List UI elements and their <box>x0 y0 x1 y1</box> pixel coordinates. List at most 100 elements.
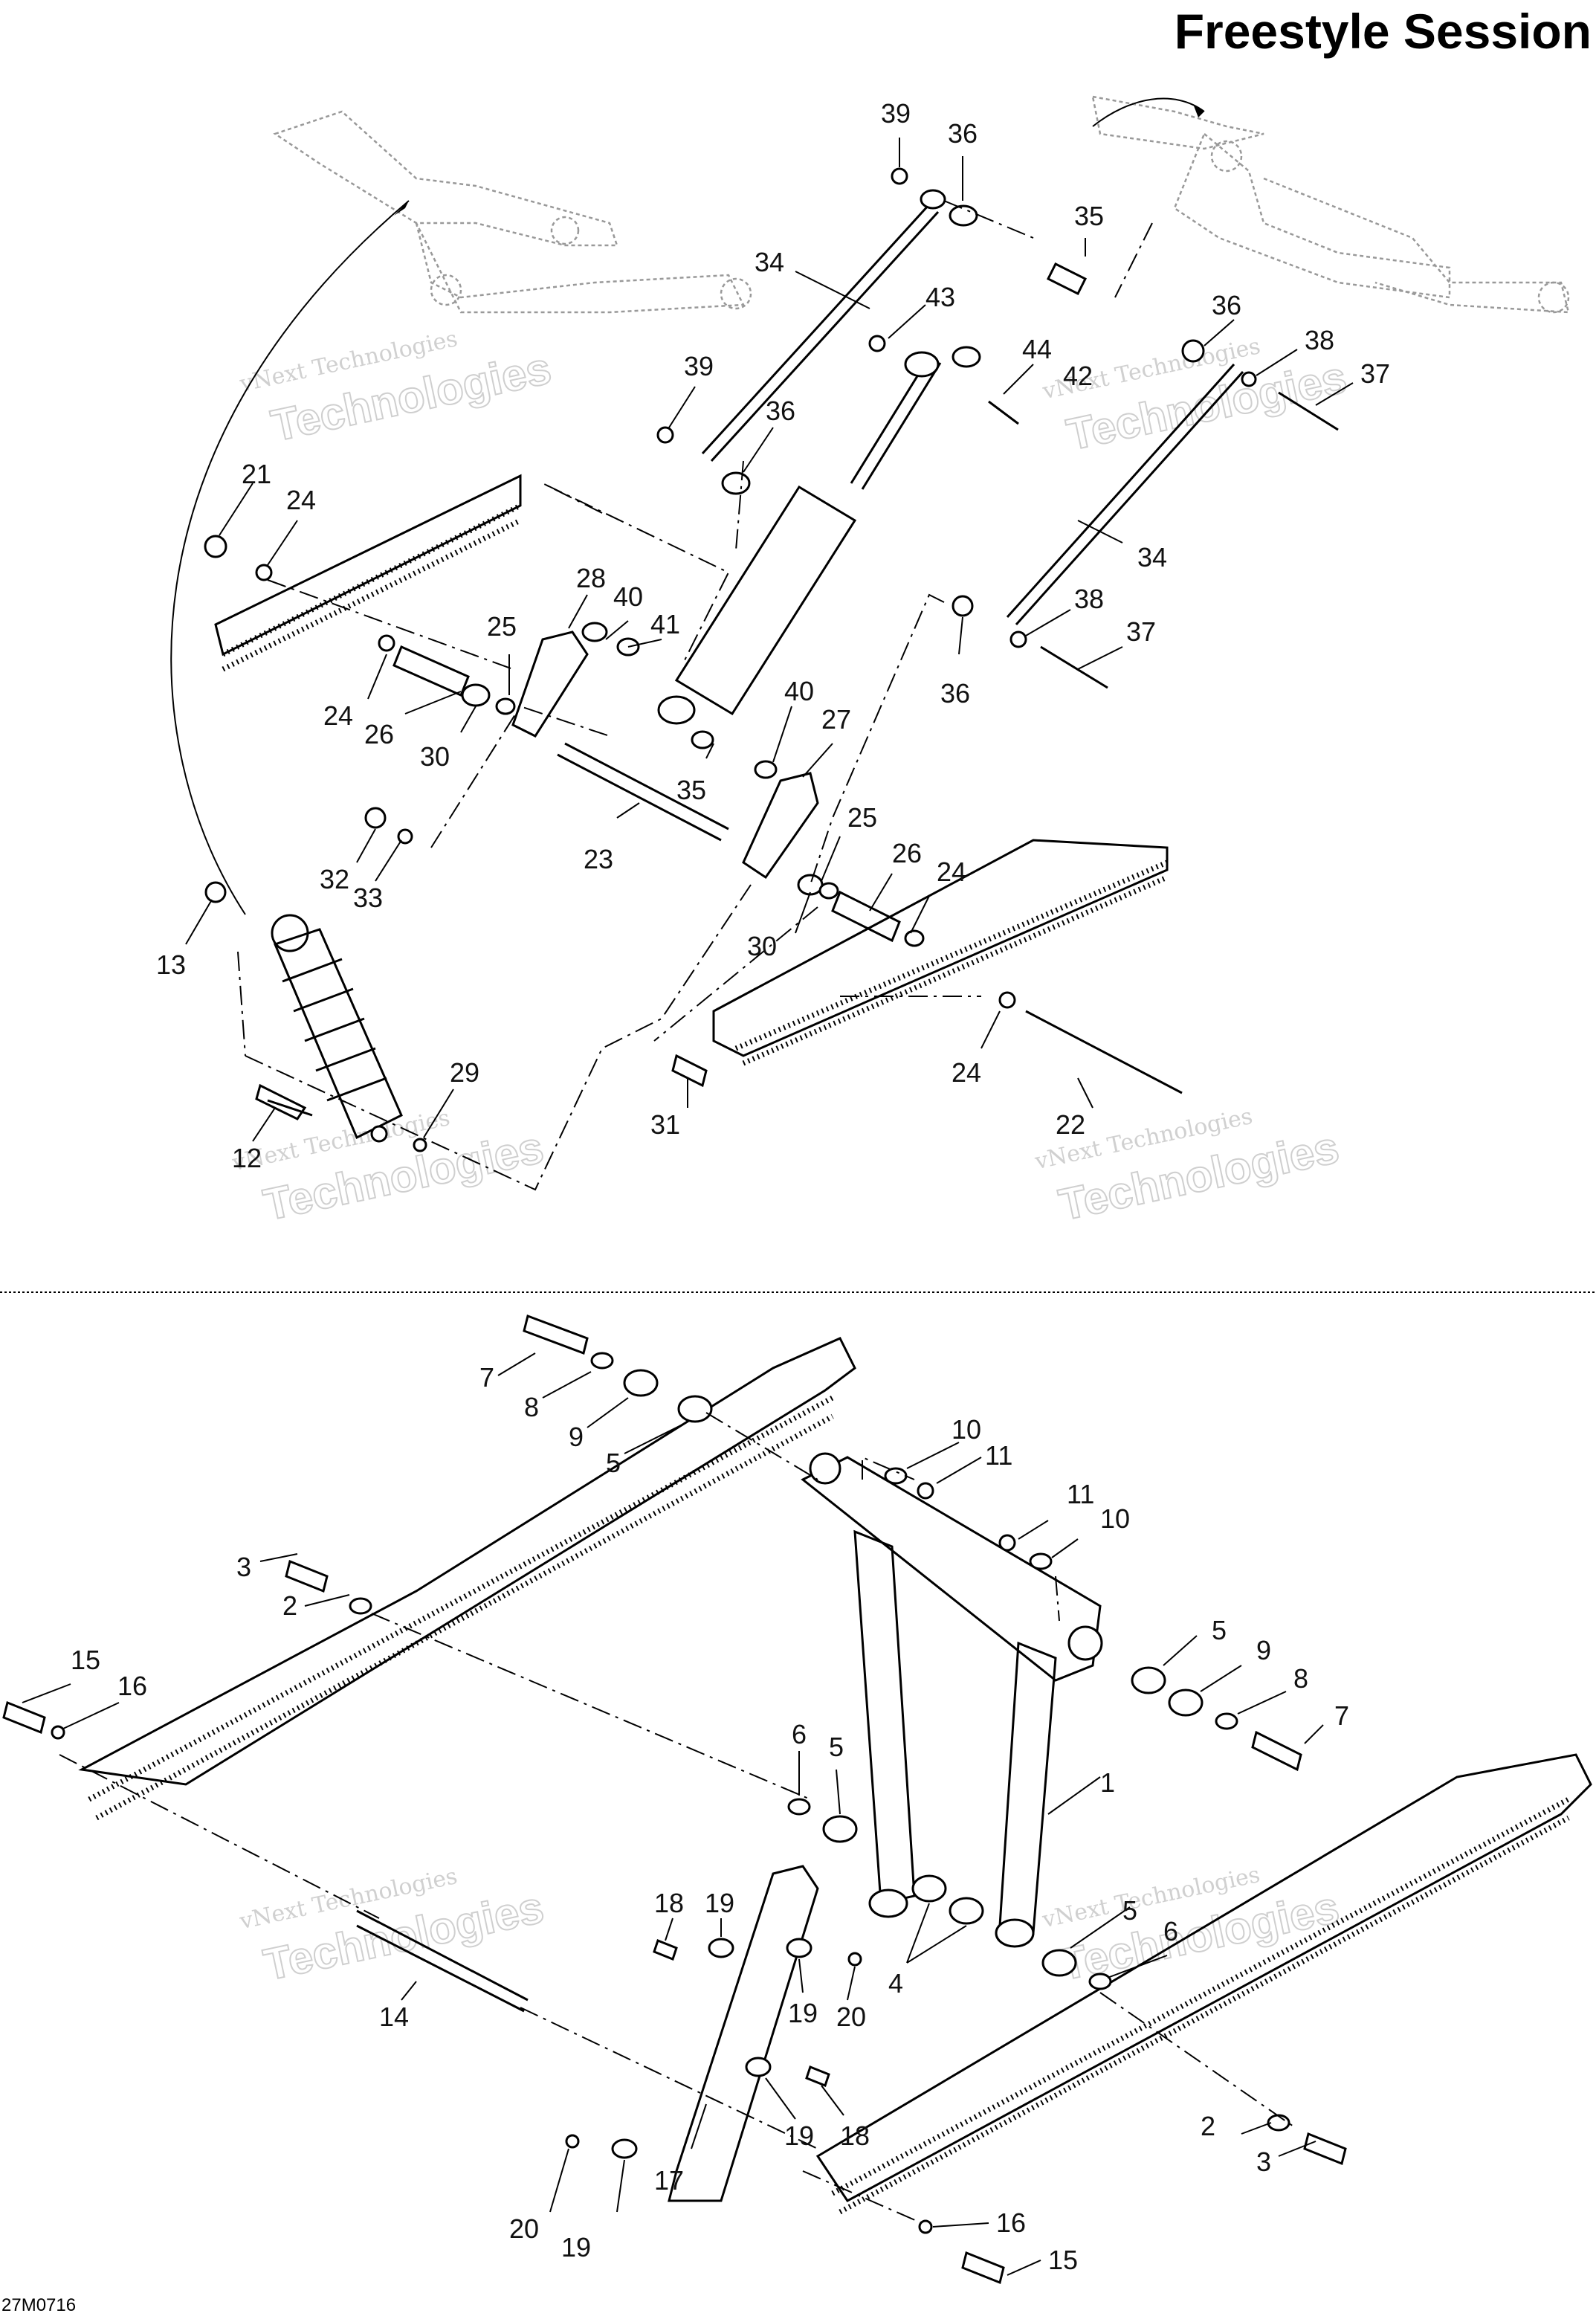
callout-26: 26 <box>364 719 394 749</box>
callout-19: 19 <box>788 1998 818 2028</box>
callout-5: 5 <box>606 1448 621 1478</box>
callout-36: 36 <box>766 396 795 426</box>
callout-6: 6 <box>1163 1916 1178 1947</box>
callout-31: 31 <box>650 1109 680 1140</box>
drawing-code: 27M0716 <box>1 2295 77 2315</box>
callout-24: 24 <box>937 857 966 887</box>
callout-28: 28 <box>576 563 606 593</box>
sweep-arrow-left <box>170 200 410 915</box>
alignment-lines-upper <box>237 200 1153 1191</box>
callout-38: 38 <box>1074 584 1104 614</box>
callout-20: 20 <box>509 2213 539 2244</box>
callout-18: 18 <box>840 2120 870 2151</box>
upper-left-rail <box>214 474 522 672</box>
callout-39: 39 <box>684 351 714 381</box>
callout-41: 41 <box>650 609 680 639</box>
callout-3: 3 <box>1256 2147 1271 2177</box>
callout-4: 4 <box>888 1968 903 1999</box>
callout-16: 16 <box>117 1671 147 1701</box>
callout-25: 25 <box>847 802 877 833</box>
callout-17: 17 <box>654 2165 684 2196</box>
callout-9: 9 <box>569 1422 584 1452</box>
cross-shaft-14 <box>356 1909 529 2013</box>
upper-shock-absorber <box>657 351 942 725</box>
callout-24: 24 <box>286 485 316 515</box>
callout-7: 7 <box>1334 1700 1349 1731</box>
callout-5: 5 <box>829 1732 844 1762</box>
callout-12: 12 <box>232 1143 262 1173</box>
callout-24: 24 <box>323 700 353 731</box>
callout-leaders <box>22 138 1354 2276</box>
callout-13: 13 <box>156 949 186 980</box>
lower-link-17 <box>668 1865 819 2202</box>
arm-plate-27 <box>742 772 819 880</box>
callout-15: 15 <box>71 1645 100 1675</box>
callout-1: 1 <box>1100 1767 1115 1798</box>
callout-29: 29 <box>450 1057 479 1088</box>
callout-43: 43 <box>925 282 955 312</box>
axle-23 <box>564 742 729 830</box>
callout-40: 40 <box>613 581 643 612</box>
link-rod-34-left <box>701 203 931 455</box>
callout-39: 39 <box>881 98 911 129</box>
callout-2: 2 <box>282 1590 297 1621</box>
callout-2: 2 <box>1201 2111 1215 2141</box>
callout-19: 19 <box>784 2120 814 2151</box>
callout-10: 10 <box>952 1414 981 1445</box>
callout-32: 32 <box>320 864 349 894</box>
callout-11: 11 <box>1067 1479 1094 1509</box>
sweep-arrow-right <box>1092 97 1205 127</box>
callout-38: 38 <box>1305 325 1334 355</box>
callout-30: 30 <box>420 741 450 772</box>
callout-9: 9 <box>1256 1635 1271 1665</box>
callout-8: 8 <box>1293 1663 1308 1694</box>
callout-34: 34 <box>1137 542 1167 573</box>
callout-22: 22 <box>1056 1109 1085 1140</box>
callout-20: 20 <box>836 2002 866 2032</box>
callouts-lower: 7 8 9 5 10 11 11 10 3 2 5 9 8 7 15 16 6 … <box>71 1362 1349 2275</box>
callout-5: 5 <box>1122 1895 1137 1926</box>
ghost-frame-right <box>1091 95 1570 314</box>
upper-right-rail <box>712 839 1169 1066</box>
lower-left-rail <box>78 1337 856 1821</box>
callout-33: 33 <box>353 883 383 913</box>
callout-44: 44 <box>1022 334 1052 364</box>
arm-plate-28 <box>511 630 589 738</box>
link-rod-34-right <box>1006 363 1235 619</box>
callout-15: 15 <box>1048 2245 1078 2275</box>
small-parts-lower <box>2 1315 1347 2285</box>
callout-19: 19 <box>705 1888 734 1918</box>
callout-36: 36 <box>1212 290 1241 320</box>
callout-37: 37 <box>1126 616 1156 647</box>
lower-right-rail <box>815 1753 1592 2215</box>
callout-19: 19 <box>561 2232 591 2262</box>
callout-25: 25 <box>487 611 517 642</box>
callout-35: 35 <box>1074 201 1104 231</box>
callout-11: 11 <box>985 1440 1012 1471</box>
callout-3: 3 <box>236 1552 251 1582</box>
callout-36: 36 <box>940 678 970 709</box>
watermarks: vNext Technologies Technologies vNext Te… <box>230 326 1352 1990</box>
lower-assembly <box>2 1315 1592 2285</box>
callout-30: 30 <box>747 931 777 961</box>
callout-40: 40 <box>784 676 814 706</box>
callout-8: 8 <box>524 1392 539 1422</box>
upper-assembly <box>170 95 1570 1191</box>
callout-36: 36 <box>948 118 978 149</box>
front-arm-1 <box>801 1452 1103 1948</box>
callout-16: 16 <box>996 2207 1026 2238</box>
callouts-upper: 39 36 35 34 43 44 42 36 38 37 39 36 21 2… <box>156 98 1390 1173</box>
callout-21: 21 <box>242 459 271 489</box>
callout-26: 26 <box>892 838 922 868</box>
callout-35: 35 <box>676 775 706 805</box>
ghost-frame-left <box>273 110 752 314</box>
callout-23: 23 <box>584 844 613 874</box>
callout-10: 10 <box>1100 1503 1130 1534</box>
callout-7: 7 <box>479 1362 494 1393</box>
page-title: Freestyle Session <box>1174 4 1592 59</box>
callout-37: 37 <box>1360 358 1390 389</box>
callout-14: 14 <box>379 2002 409 2032</box>
callout-5: 5 <box>1212 1615 1227 1645</box>
